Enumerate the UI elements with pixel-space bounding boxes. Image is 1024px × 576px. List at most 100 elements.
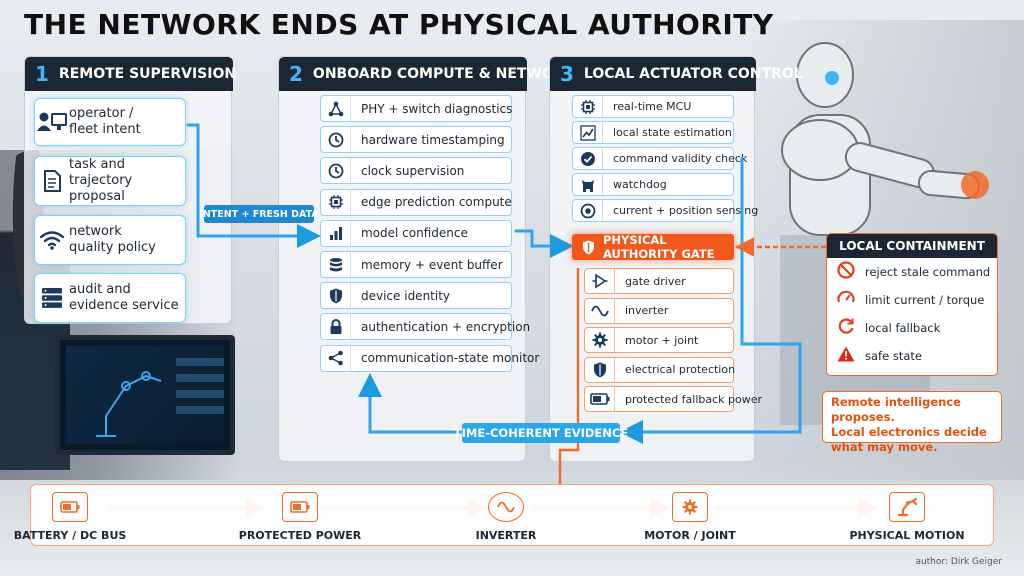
power-stage-row: gate driver [584, 268, 734, 294]
card-line: audit and [69, 281, 131, 297]
battery-icon [290, 501, 310, 513]
power-stage-row: protected fallback power [584, 386, 762, 412]
containment-item: reject stale command [827, 258, 997, 286]
compute-row: device identity [320, 282, 512, 310]
card-line: network [69, 223, 122, 239]
actuator-row: command validity check [572, 147, 747, 170]
lock-icon [321, 314, 351, 340]
database-icon [321, 252, 351, 277]
card-line: task and [69, 156, 125, 172]
gear-icon [682, 499, 698, 515]
row-label: memory + event buffer [361, 257, 503, 272]
check-circle-icon [573, 148, 603, 169]
actuator-row: real-time MCU [572, 95, 734, 118]
panel-header: 1 REMOTE SUPERVISION [25, 57, 237, 91]
row-label: watchdog [613, 178, 667, 191]
bar-chart-icon [321, 220, 351, 246]
row-label: model confidence [361, 226, 468, 241]
panel-number: 3 [560, 62, 574, 86]
power-chain-label: PHYSICAL MOTION [849, 529, 965, 542]
containment-item: safe state [827, 342, 997, 370]
shield-icon [321, 283, 351, 309]
card-line: operator / [69, 105, 134, 121]
gauge-icon [837, 289, 855, 311]
target-icon [573, 200, 603, 221]
operator-monitor [55, 335, 235, 455]
compute-row: hardware timestamping [320, 126, 512, 154]
containment-item: limit current / torque [827, 286, 997, 314]
warning-icon [837, 346, 855, 366]
quote-line: Local electronics decide [831, 424, 987, 439]
compute-row: authentication + encryption [320, 313, 530, 341]
row-label: motor + joint [625, 333, 699, 347]
server-icon [35, 287, 69, 309]
panel-title: LOCAL ACTUATOR CONTROL [583, 66, 803, 82]
power-stage-row: motor + joint [584, 327, 734, 353]
power-chain-label: INVERTER [475, 529, 537, 542]
power-chain-node [282, 492, 318, 522]
row-label: authentication + encryption [361, 319, 531, 334]
power-chain-node [672, 492, 708, 522]
containment-item: local fallback [827, 314, 997, 342]
actuator-row: watchdog [572, 173, 734, 196]
no-entry-icon [837, 261, 855, 283]
quote-line: Remote intelligence proposes. [831, 395, 961, 424]
power-chain-label: PROTECTED POWER [238, 529, 362, 542]
row-label: PHY + switch diagnostics [361, 101, 513, 116]
card-operator-intent: operator /fleet intent [34, 98, 186, 146]
sine-wave-icon [497, 500, 515, 514]
card-line: quality policy [69, 240, 156, 255]
row-label: current + position sensing [613, 204, 759, 217]
sine-wave-icon [585, 298, 615, 323]
panel-header: 3 LOCAL ACTUATOR CONTROL [550, 57, 803, 91]
power-stage-row: inverter [584, 297, 734, 324]
robot-arm-icon [896, 497, 918, 517]
clock-icon [321, 127, 351, 153]
page-title: THE NETWORK ENDS AT PHYSICAL AUTHORITY [24, 8, 774, 41]
chip-icon [573, 96, 603, 117]
row-label: hardware timestamping [361, 132, 505, 147]
author-credit: author: Dirk Geiger [915, 557, 1002, 567]
intent-fresh-data-tag: INTENT + FRESH DATA [199, 205, 319, 223]
share-icon [321, 345, 351, 371]
row-label: communication-state monitor [361, 351, 540, 366]
clock-icon [321, 158, 351, 184]
compute-row: edge prediction compute [320, 188, 512, 216]
refresh-icon [837, 317, 855, 339]
principle-quote: Remote intelligence proposes. Local elec… [822, 391, 1002, 454]
row-label: local state estimation [613, 126, 732, 139]
operator-icon [35, 111, 69, 133]
physical-authority-gate: PHYSICAL AUTHORITY GATE [572, 233, 734, 261]
power-chain-node [488, 492, 524, 522]
compute-row: PHY + switch diagnostics [320, 95, 512, 122]
panel-title: ONBOARD COMPUTE & NETWORK [312, 66, 576, 82]
row-label: inverter [625, 304, 669, 317]
row-label: electrical protection [625, 363, 736, 376]
row-label: command validity check [613, 152, 748, 165]
card-line: evidence service [69, 298, 179, 313]
battery-icon [60, 501, 80, 513]
row-label: clock supervision [361, 163, 465, 178]
row-label: real-time MCU [613, 100, 692, 113]
containment-label: safe state [865, 349, 922, 363]
panel-title: REMOTE SUPERVISION [58, 66, 237, 82]
local-containment-box: LOCAL CONTAINMENT reject stale command l… [826, 233, 998, 376]
time-coherent-evidence-tag: TIME-COHERENT EVIDENCE [454, 423, 628, 443]
wifi-icon [35, 230, 69, 250]
containment-label: reject stale command [865, 265, 991, 279]
power-chain-node [52, 492, 88, 522]
power-chain-node [889, 492, 925, 522]
network-node-icon [321, 96, 351, 121]
actuator-row: local state estimation [572, 121, 734, 144]
panel-number: 2 [289, 62, 303, 86]
row-label: edge prediction compute [361, 195, 512, 210]
row-label: device identity [361, 288, 451, 303]
watchdog-icon [573, 174, 603, 195]
containment-label: limit current / torque [865, 293, 985, 307]
chip-icon [321, 189, 351, 215]
gear-icon [585, 328, 615, 352]
battery-icon [585, 387, 615, 411]
containment-title: LOCAL CONTAINMENT [827, 234, 997, 258]
gate-label: PHYSICAL AUTHORITY GATE [603, 233, 715, 261]
